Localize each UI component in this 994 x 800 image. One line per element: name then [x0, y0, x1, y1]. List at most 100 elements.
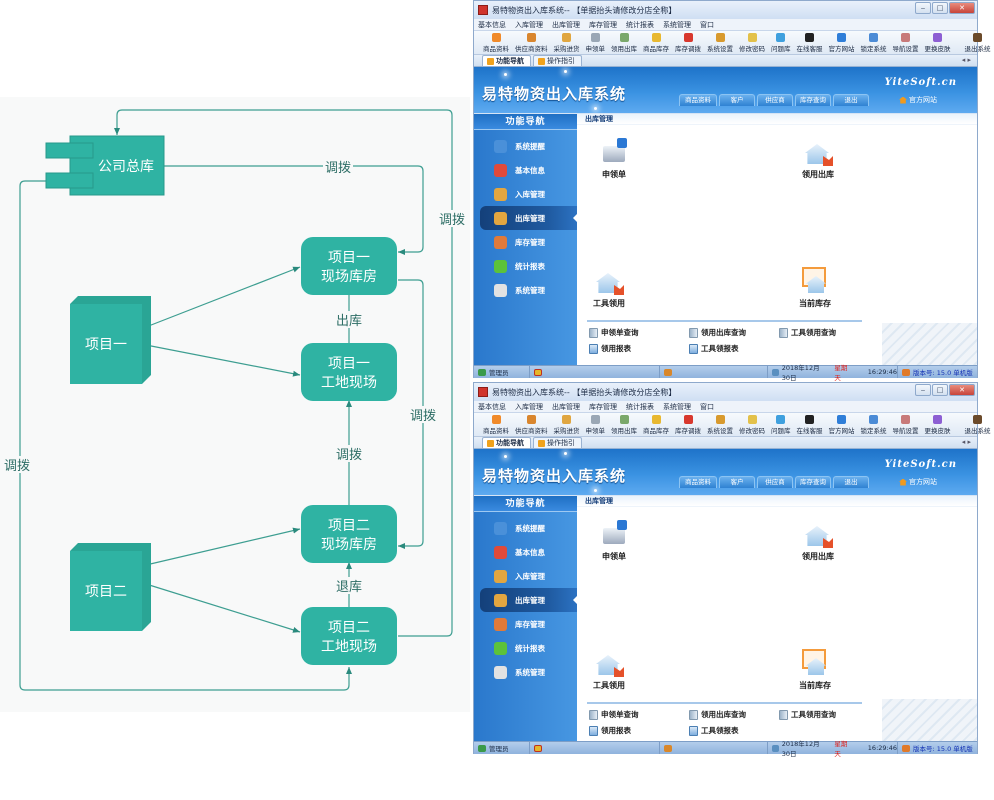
toolbar-button[interactable]: 导航设置 [890, 414, 922, 435]
banner-nav-goods[interactable]: 商品资料 [679, 476, 717, 488]
toolbar-button[interactable]: 供应商资料 [512, 414, 551, 435]
banner-nav-goods[interactable]: 商品资料 [679, 94, 717, 106]
toolbar-button[interactable]: 在线客服 [794, 32, 826, 53]
banner-nav-supplier[interactable]: 供应商 [757, 94, 793, 106]
func-tool-issue[interactable]: 工具领用 [593, 267, 625, 309]
sidebar-item[interactable]: 统计报表 [474, 636, 577, 660]
link-issue-query[interactable]: 领用出库查询 [689, 709, 779, 720]
banner-nav-exit[interactable]: 退出 [833, 476, 869, 488]
tab-operation-guide[interactable]: 操作指引 [533, 437, 582, 448]
minimize-button[interactable]: ‒ [915, 384, 931, 396]
sidebar-item[interactable]: 统计报表 [474, 254, 577, 278]
sidebar-item[interactable]: 库存管理 [474, 612, 577, 636]
func-issue-out[interactable]: 领用出库 [802, 138, 834, 180]
link-issue-query[interactable]: 领用出库查询 [689, 327, 779, 338]
sidebar-item[interactable]: 库存管理 [474, 230, 577, 254]
tab-scroll-arrows[interactable]: ◂ ▸ [961, 56, 971, 64]
minimize-button[interactable]: ‒ [915, 2, 931, 14]
func-requisition[interactable]: 申领单 [599, 138, 629, 180]
link-requisition-query[interactable]: 申领单查询 [589, 327, 689, 338]
sidebar-item[interactable]: 系统管理 [474, 278, 577, 302]
toolbar-button[interactable]: 申领单 [583, 414, 609, 435]
sidebar-item[interactable]: 入库管理 [474, 182, 577, 206]
func-current-stock[interactable]: 当前库存 [799, 649, 831, 691]
menu-item[interactable]: 窗口 [700, 402, 714, 411]
menu-item[interactable]: 入库管理 [515, 402, 543, 411]
toolbar-button[interactable]: 修改密码 [736, 414, 768, 435]
toolbar-button[interactable]: 商品资料 [480, 414, 512, 435]
maximize-button[interactable]: □ [932, 384, 948, 396]
toolbar-button[interactable]: 在线客服 [794, 414, 826, 435]
tab-scroll-arrows[interactable]: ◂ ▸ [961, 438, 971, 446]
banner-nav-customer[interactable]: 客户 [719, 94, 755, 106]
toolbar-button[interactable]: 退出系统 [962, 32, 994, 53]
toolbar-button[interactable]: 库存调拨 [672, 414, 704, 435]
sidebar-item[interactable]: 出库管理 [480, 206, 577, 230]
toolbar-button[interactable]: 领用出库 [608, 414, 640, 435]
sidebar-item[interactable]: 系统提醒 [474, 516, 577, 540]
toolbar-button[interactable]: 锁定系统 [858, 32, 890, 53]
toolbar-button[interactable]: 库存调拨 [672, 32, 704, 53]
toolbar-button[interactable]: 锁定系统 [858, 414, 890, 435]
menu-item[interactable]: 统计报表 [626, 20, 654, 29]
func-requisition[interactable]: 申领单 [599, 520, 629, 562]
toolbar-button[interactable]: 退出系统 [962, 414, 994, 435]
tab-operation-guide[interactable]: 操作指引 [533, 55, 582, 66]
toolbar-button[interactable]: 更换皮肤 [922, 32, 954, 53]
toolbar-button[interactable]: 系统设置 [704, 414, 736, 435]
banner-nav-stock-query[interactable]: 库存查询 [795, 476, 831, 488]
sidebar-item[interactable]: 基本信息 [474, 158, 577, 182]
toolbar-button[interactable]: 官方网站 [826, 414, 858, 435]
official-site-link[interactable]: 官方网站 [899, 95, 937, 105]
func-tool-issue[interactable]: 工具领用 [593, 649, 625, 691]
menu-item[interactable]: 系统管理 [663, 20, 691, 29]
maximize-button[interactable]: □ [932, 2, 948, 14]
toolbar-button[interactable]: 供应商资料 [512, 32, 551, 53]
sidebar-item[interactable]: 基本信息 [474, 540, 577, 564]
func-issue-out[interactable]: 领用出库 [802, 520, 834, 562]
menu-item[interactable]: 窗口 [700, 20, 714, 29]
sidebar-item[interactable]: 系统提醒 [474, 134, 577, 158]
official-site-link[interactable]: 官方网站 [899, 477, 937, 487]
toolbar-button[interactable]: 商品库存 [640, 32, 672, 53]
close-button[interactable]: ✕ [949, 2, 975, 14]
sidebar-item[interactable]: 系统管理 [474, 660, 577, 684]
menu-item[interactable]: 基本信息 [478, 402, 506, 411]
banner-nav-stock-query[interactable]: 库存查询 [795, 94, 831, 106]
banner-nav-supplier[interactable]: 供应商 [757, 476, 793, 488]
toolbar-button[interactable]: 采购进货 [551, 32, 583, 53]
toolbar-button[interactable]: 系统设置 [704, 32, 736, 53]
toolbar-button[interactable]: 修改密码 [736, 32, 768, 53]
link-requisition-query[interactable]: 申领单查询 [589, 709, 689, 720]
menu-item[interactable]: 出库管理 [552, 20, 580, 29]
func-current-stock[interactable]: 当前库存 [799, 267, 831, 309]
link-tool-issue-query[interactable]: 工具领用查询 [779, 709, 836, 720]
menu-item[interactable]: 统计报表 [626, 402, 654, 411]
toolbar-button[interactable]: 官方网站 [826, 32, 858, 53]
tab-function-nav[interactable]: 功能导航 [482, 437, 531, 448]
toolbar-button[interactable]: 商品资料 [480, 32, 512, 53]
menu-item[interactable]: 库存管理 [589, 20, 617, 29]
toolbar-button[interactable]: 商品库存 [640, 414, 672, 435]
link-issue-report[interactable]: 领用报表 [589, 343, 689, 354]
menu-item[interactable]: 入库管理 [515, 20, 543, 29]
link-tool-report[interactable]: 工具领报表 [689, 725, 739, 736]
menu-item[interactable]: 系统管理 [663, 402, 691, 411]
link-issue-report[interactable]: 领用报表 [589, 725, 689, 736]
toolbar-button[interactable]: 问题库 [768, 32, 794, 53]
toolbar-button[interactable]: 申领单 [583, 32, 609, 53]
sidebar-item[interactable]: 出库管理 [480, 588, 577, 612]
banner-nav-exit[interactable]: 退出 [833, 94, 869, 106]
toolbar-button[interactable]: 问题库 [768, 414, 794, 435]
toolbar-button[interactable]: 更换皮肤 [922, 414, 954, 435]
menu-item[interactable]: 出库管理 [552, 402, 580, 411]
toolbar-button[interactable]: 采购进货 [551, 414, 583, 435]
close-button[interactable]: ✕ [949, 384, 975, 396]
link-tool-issue-query[interactable]: 工具领用查询 [779, 327, 836, 338]
tab-function-nav[interactable]: 功能导航 [482, 55, 531, 66]
banner-nav-customer[interactable]: 客户 [719, 476, 755, 488]
toolbar-button[interactable]: 领用出库 [608, 32, 640, 53]
link-tool-report[interactable]: 工具领报表 [689, 343, 739, 354]
menu-item[interactable]: 库存管理 [589, 402, 617, 411]
sidebar-item[interactable]: 入库管理 [474, 564, 577, 588]
